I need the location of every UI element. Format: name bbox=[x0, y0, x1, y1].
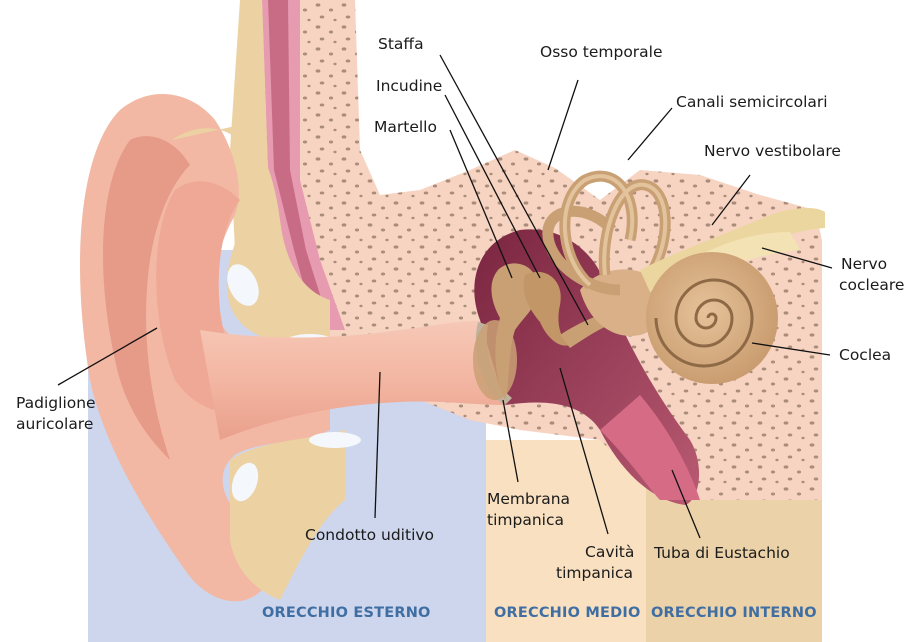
zone-label-esterno: ORECCHIO ESTERNO bbox=[262, 605, 431, 621]
label-tuba-eustachio: Tuba di Eustachio bbox=[654, 544, 790, 562]
eustachian-tube bbox=[600, 395, 700, 500]
label-membrana-line2: timpanica bbox=[487, 511, 564, 529]
label-cavita-line1: Cavità bbox=[585, 543, 635, 561]
label-canali-semicircolari: Canali semicircolari bbox=[676, 93, 828, 111]
ear-canal bbox=[200, 320, 505, 440]
label-nervo-cocleare-line1: Nervo bbox=[841, 255, 888, 273]
label-cavita-line2: timpanica bbox=[556, 564, 633, 582]
label-padiglione-line2: auricolare bbox=[16, 415, 94, 433]
label-incudine: Incudine bbox=[376, 77, 443, 95]
label-nervo-vestibolare: Nervo vestibolare bbox=[704, 142, 841, 160]
label-martello: Martello bbox=[374, 118, 437, 136]
label-membrana-line1: Membrana bbox=[487, 490, 571, 508]
label-padiglione-line1: Padiglione bbox=[16, 394, 96, 412]
leader-lines bbox=[57, 54, 833, 539]
label-coclea: Coclea bbox=[839, 346, 892, 364]
label-condotto-uditivo: Condotto uditivo bbox=[305, 526, 435, 544]
label-nervo-cocleare-line2: cocleare bbox=[839, 276, 905, 294]
zone-label-interno: ORECCHIO INTERNO bbox=[651, 605, 817, 621]
zone-bg-medio bbox=[486, 440, 646, 642]
zone-label-medio: ORECCHIO MEDIO bbox=[494, 605, 641, 621]
cochlea bbox=[646, 252, 778, 384]
incus bbox=[523, 271, 570, 346]
label-staffa: Staffa bbox=[378, 35, 424, 53]
label-osso-temporale: Osso temporale bbox=[540, 43, 663, 61]
